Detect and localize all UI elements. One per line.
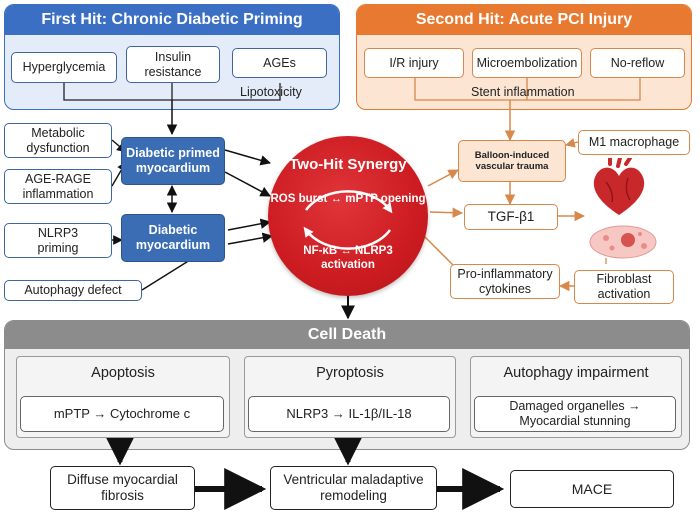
synergy-title: Two-Hit Synergy	[289, 156, 407, 173]
ventricular-remodeling-box: Ventricular maladaptive remodeling	[270, 466, 437, 510]
m1-macrophage-box: M1 macrophage	[578, 130, 690, 155]
diabetic-primed-myocardium-box: Diabetic primed myocardium	[121, 137, 225, 185]
metabolic-dysfunction-box: Metabolic dysfunction	[4, 123, 112, 158]
hyperglycemia-box: Hyperglycemia	[11, 52, 117, 83]
first-hit-title: First Hit: Chronic Diabetic Priming	[5, 5, 339, 35]
no-reflow-box: No-reflow	[590, 48, 685, 78]
tgf-b1-box: TGF-β1	[464, 204, 558, 230]
second-hit-title: Second Hit: Acute PCI Injury	[357, 5, 691, 35]
microembolization-box: Microembolization	[472, 48, 582, 78]
pyroptosis-title: Pyroptosis	[316, 365, 384, 381]
two-hit-synergy-circle	[268, 136, 428, 296]
diabetic-myocardium-box: Diabetic myocardium	[121, 214, 225, 262]
nlrp3-priming-box: NLRP3 priming	[4, 223, 112, 258]
cell-death-title: Cell Death	[5, 321, 689, 349]
insulin-resistance-box: Insulin resistance	[126, 46, 220, 83]
diffuse-fibrosis-box: Diffuse myocardial fibrosis	[50, 466, 195, 510]
fibroblast-activation-box: Fibroblast activation	[574, 270, 674, 304]
pro-inflammatory-cytokines-box: Pro-inflammatory cytokines	[450, 264, 560, 299]
autophagy-defect-box: Autophagy defect	[4, 280, 142, 301]
autophagy-detail-box: Damaged organelles → Myocardial stunning	[474, 396, 676, 432]
heart-icon	[593, 158, 645, 215]
ir-injury-box: I/R injury	[364, 48, 464, 78]
age-rage-inflammation-box: AGE-RAGE inflammation	[4, 169, 112, 204]
apoptosis-title: Apoptosis	[91, 365, 155, 381]
nfkb-nlrp3-label: NF-κB ↔ NLRP3 activation	[303, 245, 393, 272]
apoptosis-detail-box: mPTP → Cytochrome c	[20, 396, 224, 432]
second-hit-panel: Second Hit: Acute PCI Injury	[356, 4, 692, 110]
mace-box: MACE	[510, 470, 674, 508]
lipotoxicity-label: Lipotoxicity	[240, 85, 302, 99]
ros-mptp-label: ROS burst ↔ mPTP opening	[270, 193, 426, 205]
pyroptosis-detail-box: NLRP3 → IL-1β/IL-18	[248, 396, 450, 432]
cell-icon	[589, 225, 657, 259]
autophagy-impairment-title: Autophagy impairment	[503, 365, 649, 381]
stent-inflammation-label: Stent inflammation	[471, 85, 575, 99]
synergy-cycle-arrows-icon	[303, 190, 393, 250]
ages-box: AGEs	[232, 48, 327, 78]
balloon-trauma-box: Balloon-induced vascular trauma	[458, 140, 566, 182]
